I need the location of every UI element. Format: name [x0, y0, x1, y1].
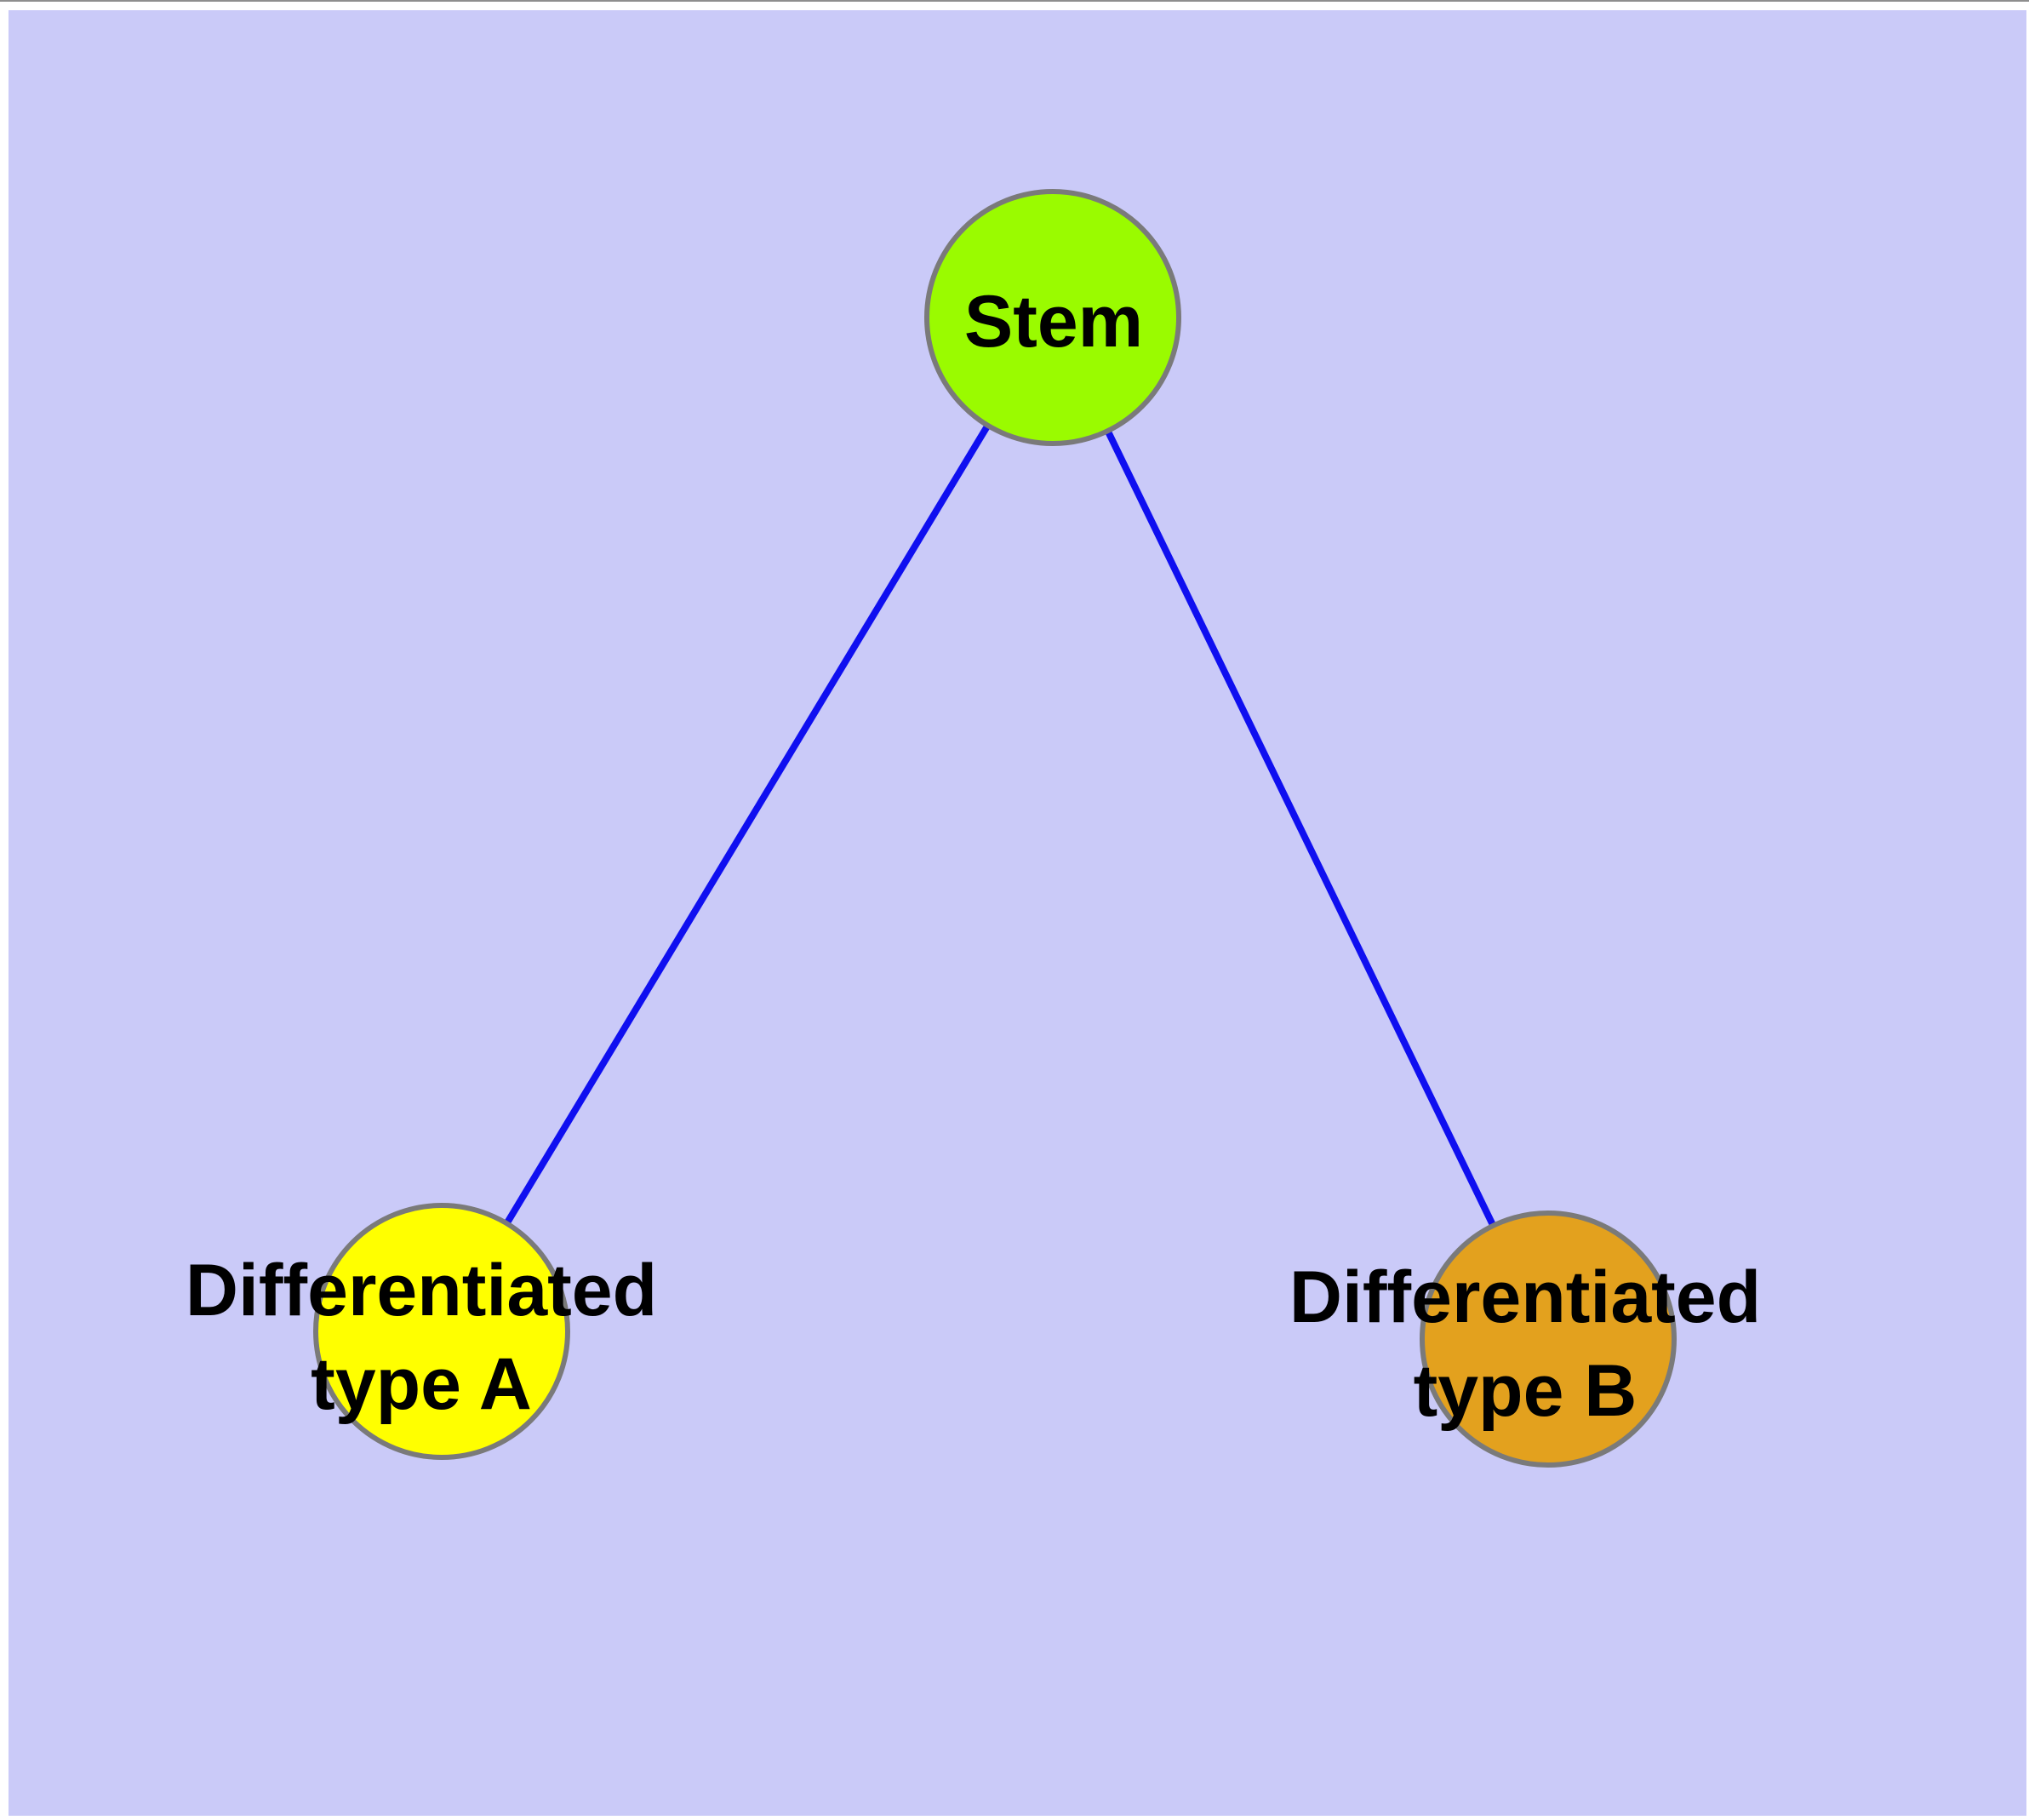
node-stem[interactable] — [924, 189, 1181, 446]
edge-stem-to-type-a — [438, 315, 1056, 1334]
top-hairline — [0, 0, 2029, 2]
edge-stem-to-type-b — [1049, 316, 1552, 1341]
node-differentiated-type-b[interactable] — [1420, 1210, 1677, 1468]
node-differentiated-type-a[interactable] — [313, 1203, 570, 1460]
